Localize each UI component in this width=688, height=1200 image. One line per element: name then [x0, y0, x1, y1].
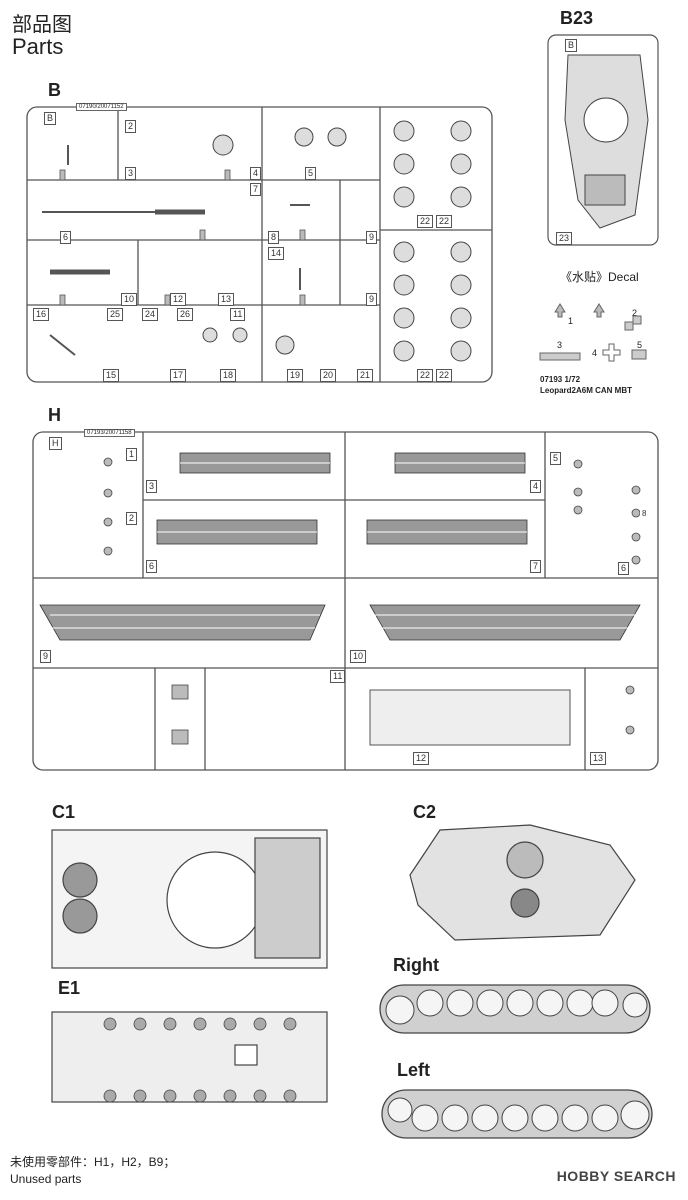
sprue-b-road-wheels: [202, 120, 472, 362]
part-number: 12: [413, 752, 430, 765]
c2-turret: [409, 824, 636, 941]
decal-sheet: [539, 303, 647, 362]
decal-num: 5: [637, 340, 643, 350]
part-number: 11: [330, 670, 346, 683]
part-number: 26: [177, 308, 194, 321]
part-number: 9: [366, 231, 378, 244]
e1-bogies: [103, 1017, 297, 1103]
sprue-h-track-links: [39, 452, 641, 641]
part-number: 22: [417, 215, 434, 228]
part-number: 7: [250, 183, 262, 196]
sprue-b-code: 07190/20071152: [76, 103, 127, 111]
decal-line1: 07193 1/72: [540, 375, 581, 384]
decal-title: 《水贴》Decal: [560, 270, 639, 284]
right-label: Right: [393, 955, 439, 975]
unused-parts-en: Unused parts: [10, 1172, 82, 1186]
page-title-en: Parts: [12, 34, 64, 59]
b23-tag: B: [565, 39, 578, 52]
c1-hull-top: [51, 829, 328, 969]
part-number: 15: [103, 369, 120, 382]
decal-line2: Leopard2A6M CAN MBT: [540, 386, 633, 395]
part-number: 8: [640, 508, 649, 519]
right-track: [379, 984, 651, 1034]
part-number: 6: [618, 562, 630, 575]
part-number: 21: [357, 369, 374, 382]
part-number: 18: [220, 369, 237, 382]
part-number: 4: [530, 480, 542, 493]
brand-watermark: HOBBY SEARCH: [556, 1168, 676, 1184]
e1-label: E1: [58, 978, 81, 998]
part-number: 10: [350, 650, 367, 663]
part-number: 1: [126, 448, 138, 461]
part-number: 22: [417, 369, 434, 382]
sprue-b-label: B: [48, 80, 61, 100]
part-number: 16: [33, 308, 50, 321]
part-number: 13: [590, 752, 607, 765]
sprue-h-label: H: [48, 405, 61, 425]
unused-parts-cn: 未使用零部件：H1，H2，B9；: [10, 1155, 176, 1169]
part-number: 5: [305, 167, 317, 180]
sprue-h-frame: [32, 431, 659, 771]
decal-num: 2: [632, 308, 638, 318]
sprue-h-track-lines: [50, 462, 635, 629]
part-number: 14: [268, 247, 285, 260]
part-number: 24: [142, 308, 159, 321]
left-label: Left: [397, 1060, 430, 1080]
sprue-b-parts: [42, 145, 310, 356]
sprue-h-tag: H: [49, 437, 62, 450]
decal-num: 3: [557, 340, 563, 350]
part-number: 6: [146, 560, 158, 573]
part-number: 5: [550, 452, 562, 465]
part-number: 9: [366, 293, 378, 306]
part-number: 3: [146, 480, 158, 493]
part-number: 8: [268, 231, 280, 244]
part-number: 19: [287, 369, 304, 382]
sprue-b-tag: B: [44, 112, 57, 125]
b23-turret-part: [564, 54, 649, 229]
b23-frame: [547, 34, 659, 246]
left-track: [381, 1089, 653, 1139]
c2-label: C2: [413, 802, 437, 822]
sprue-h-code: 07193/20071158: [84, 429, 135, 437]
part-number: 3: [125, 167, 137, 180]
e1-hull-bottom: [51, 1011, 328, 1103]
sprue-b-frame: [26, 106, 493, 383]
part-number: 12: [170, 293, 187, 306]
b23-label: B23: [560, 8, 594, 28]
page-title-cn: 部品图: [12, 14, 72, 36]
part-number: 25: [107, 308, 124, 321]
part-number: 13: [218, 293, 235, 306]
part-number: 7: [530, 560, 542, 573]
part-number: 22: [436, 215, 453, 228]
part-number: 22: [436, 369, 453, 382]
part-number: 20: [320, 369, 337, 382]
sprue-h-plate: [369, 689, 571, 746]
part-number: 2: [125, 120, 137, 133]
part-number: 6: [60, 231, 72, 244]
part-number: 10: [121, 293, 138, 306]
b23-number: 23: [556, 232, 573, 245]
decal-num: 1: [568, 316, 574, 326]
c1-label: C1: [52, 802, 76, 822]
part-number: 4: [250, 167, 262, 180]
part-number: 11: [230, 308, 246, 321]
part-number: 9: [40, 650, 52, 663]
part-number: 2: [126, 512, 138, 525]
part-number: 17: [170, 369, 187, 382]
decal-num: 4: [592, 348, 598, 358]
